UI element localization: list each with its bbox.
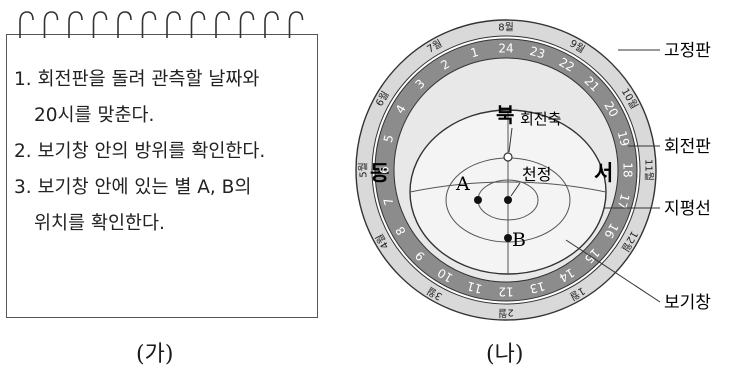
star-b xyxy=(504,234,512,242)
spiral-ring xyxy=(264,11,279,38)
hour-tick-label: 23 xyxy=(528,44,546,61)
spiral-ring xyxy=(117,11,132,38)
step-2: 2. 보기창 안의 방위를 확인한다. xyxy=(14,134,314,170)
step-1: 1. 회전판을 돌려 관측할 날짜와 20시를 맞춘다. xyxy=(14,62,314,134)
hour-tick-label: 14 xyxy=(557,265,577,285)
spiral-ring xyxy=(92,11,108,38)
callout-rotating-plate: 회전판 xyxy=(664,137,711,157)
caption-na: (나) xyxy=(486,342,524,367)
spiral-ring xyxy=(166,11,181,38)
step-2-line-1: 2. 보기창 안의 방위를 확인한다. xyxy=(14,141,266,162)
callout-horizon: 지평선 xyxy=(664,199,711,219)
hour-tick-label: 22 xyxy=(557,55,577,75)
spiral-ring xyxy=(215,11,230,38)
hour-tick-label: 7 xyxy=(381,196,397,207)
instruction-steps: 1. 회전판을 돌려 관측할 날짜와 20시를 맞춘다. 2. 보기창 안의 방… xyxy=(14,62,314,242)
direction-east: 동 xyxy=(370,161,389,185)
label-rotation-axis: 회전축 xyxy=(520,110,561,128)
hour-tick-label: 6 xyxy=(378,166,392,174)
hour-tick-label: 10 xyxy=(435,265,455,285)
hour-tick-label: 18 xyxy=(621,162,635,177)
step-3-line-2: 위치를 확인한다. xyxy=(34,213,165,234)
month-tick-label: 2월 xyxy=(498,307,514,319)
callout-line-window xyxy=(565,239,661,303)
axis-pointer-line xyxy=(508,127,513,153)
step-3: 3. 보기창 안에 있는 별 A, B의 위치를 확인한다. xyxy=(14,170,314,242)
callout-fixed-plate: 고정판 xyxy=(664,41,711,61)
spiral-ring xyxy=(190,11,206,38)
spiral-ring xyxy=(239,11,255,38)
step-1-line-2: 20시를 맞춘다. xyxy=(34,105,155,126)
spiral-ring xyxy=(68,11,83,38)
zenith-pointer-line xyxy=(510,182,521,197)
hour-tick-label: 11 xyxy=(465,279,483,296)
step-1-line-1: 1. 회전판을 돌려 관측할 날짜와 xyxy=(14,69,260,90)
spiral-binding xyxy=(19,11,304,38)
callout-viewing-window: 보기창 xyxy=(664,293,711,313)
hour-tick-label: 20 xyxy=(601,99,621,119)
month-tick-label: 11월 xyxy=(643,159,655,181)
rotation-axis-mark xyxy=(503,152,513,162)
hour-tick-label: 12 xyxy=(498,285,513,299)
spiral-ring xyxy=(288,11,304,38)
hour-tick-label: 1 xyxy=(469,45,480,61)
hour-tick-label: 13 xyxy=(528,279,546,296)
zenith-point xyxy=(504,196,512,204)
hour-tick-label: 19 xyxy=(615,129,632,147)
direction-west: 서 xyxy=(594,161,613,185)
hour-tick-label: 5 xyxy=(381,133,397,144)
label-star-a: A xyxy=(455,173,470,195)
caption-ga: (가) xyxy=(136,342,174,367)
spiral-ring xyxy=(141,11,157,38)
instruction-notepad xyxy=(6,34,318,318)
month-tick-label: 8월 xyxy=(498,22,514,34)
month-tick-label: 5월 xyxy=(358,162,370,178)
direction-north: 북 xyxy=(496,103,514,127)
prime-vertical xyxy=(409,181,607,193)
star-a xyxy=(474,196,482,204)
label-star-b: B xyxy=(512,229,526,251)
hour-tick-label: 24 xyxy=(498,42,513,56)
spiral-ring xyxy=(19,11,34,38)
hour-tick-label: 16 xyxy=(601,221,621,241)
spiral-ring xyxy=(43,11,59,38)
step-3-line-1: 3. 보기창 안에 있는 별 A, B의 xyxy=(14,177,252,198)
hour-tick-label: 17 xyxy=(615,192,632,210)
label-zenith: 천정 xyxy=(522,165,551,184)
